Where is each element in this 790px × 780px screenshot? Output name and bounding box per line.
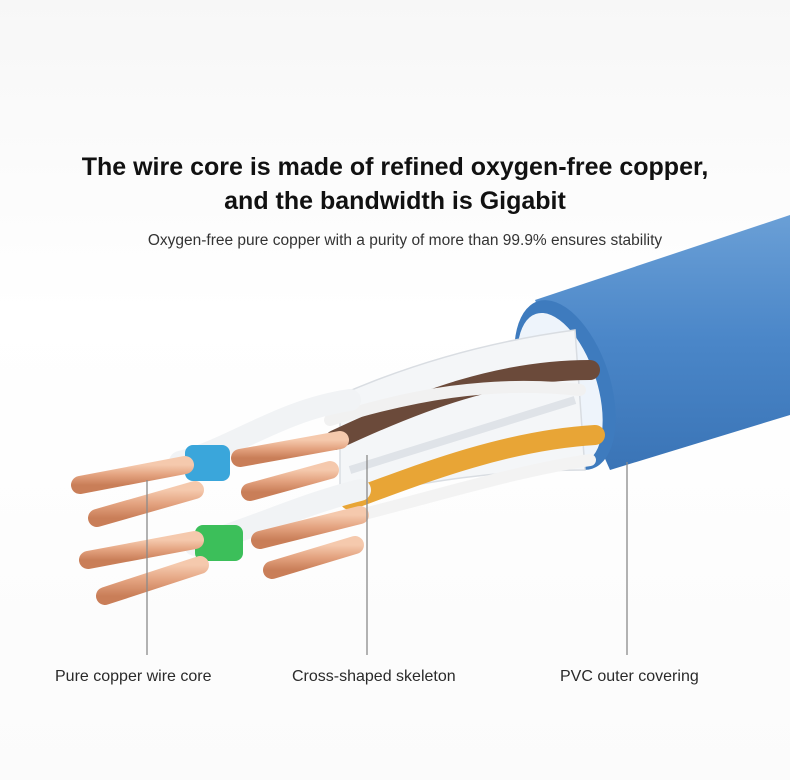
headline: The wire core is made of refined oxygen-…: [0, 150, 790, 218]
orange-pair: [340, 425, 605, 521]
copper-conductors: [71, 431, 369, 605]
label-cross-shaped-skeleton: Cross-shaped skeleton: [292, 668, 456, 685]
headline-line-1: The wire core is made of refined oxygen-…: [81, 153, 709, 181]
blue-pair: [169, 389, 361, 481]
headline-line-2: and the bandwidth is Gigabit: [224, 187, 566, 215]
brown-pair: [324, 360, 600, 450]
green-pair: [184, 479, 371, 561]
subheadline: Oxygen-free pure copper with a purity of…: [147, 232, 663, 249]
label-pure-copper-wire-core: Pure copper wire core: [55, 668, 212, 685]
label-pvc-outer-covering: PVC outer covering: [560, 668, 699, 685]
